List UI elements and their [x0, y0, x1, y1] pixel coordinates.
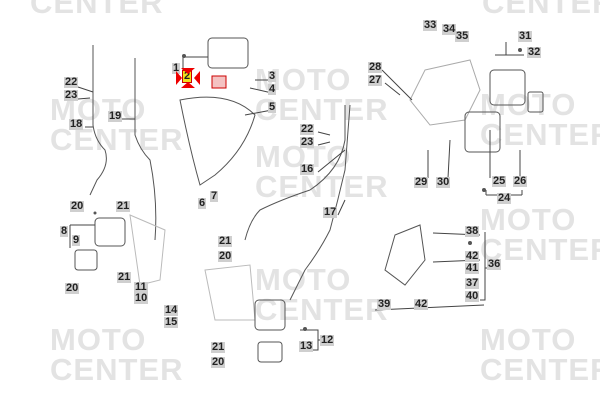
part-label[interactable]: 21: [211, 341, 226, 353]
part-label[interactable]: 32: [527, 46, 542, 58]
part-label[interactable]: 26: [513, 175, 528, 187]
part-label[interactable]: 29: [414, 176, 429, 188]
brake-hose-18: [89, 45, 107, 196]
part-label[interactable]: 34: [442, 23, 457, 35]
part-label[interactable]: 21: [117, 271, 132, 283]
part-label[interactable]: 18: [69, 118, 84, 130]
part-label[interactable]: 15: [164, 316, 179, 328]
part-label[interactable]: 35: [455, 30, 470, 42]
part-label[interactable]: 10: [134, 292, 149, 304]
part-label[interactable]: 1: [172, 62, 181, 74]
part-label[interactable]: 20: [211, 356, 226, 368]
pad-9: [74, 249, 98, 271]
part-label[interactable]: 7: [210, 190, 219, 202]
part-label[interactable]: 20: [65, 282, 80, 294]
part-label[interactable]: 42: [465, 250, 480, 262]
watermark: CENTER: [30, 0, 164, 20]
part-label[interactable]: 11: [134, 281, 148, 293]
caliper-36: [384, 224, 426, 286]
part-label[interactable]: 5: [268, 101, 277, 113]
part-label[interactable]: 12: [320, 334, 335, 346]
part-label[interactable]: 23: [300, 136, 315, 148]
brake-hose-16: [244, 105, 346, 241]
caliper-8: [94, 217, 126, 247]
caliper-12: [254, 299, 286, 331]
part-label[interactable]: 17: [323, 206, 338, 218]
part-label[interactable]: 28: [368, 61, 383, 73]
part-label[interactable]: 27: [368, 74, 383, 86]
part-label[interactable]: 39: [377, 298, 392, 310]
part-label[interactable]: 21: [218, 235, 233, 247]
part-label[interactable]: 33: [423, 19, 438, 31]
fork-leg-left: [129, 214, 166, 286]
part-label[interactable]: 6: [198, 197, 207, 209]
part-label[interactable]: 25: [492, 175, 507, 187]
part-label[interactable]: 20: [218, 250, 233, 262]
part-label-highlighted[interactable]: 2: [181, 70, 193, 83]
caliper-24: [464, 111, 501, 153]
part-label[interactable]: 21: [116, 200, 131, 212]
caliper-front: [207, 37, 249, 69]
part-label[interactable]: 23: [64, 89, 79, 101]
part-label[interactable]: 3: [268, 70, 277, 82]
part-label[interactable]: 8: [60, 225, 69, 237]
part-label[interactable]: 20: [70, 200, 85, 212]
part-label[interactable]: 38: [465, 225, 480, 237]
brake-hose-19: [134, 58, 157, 241]
part-label[interactable]: 31: [518, 30, 533, 42]
part-label[interactable]: 41: [465, 262, 480, 274]
part-label[interactable]: 22: [64, 76, 79, 88]
part-label[interactable]: 42: [414, 298, 429, 310]
caliper-31: [489, 69, 526, 106]
part-label[interactable]: 13: [299, 340, 314, 352]
part-label[interactable]: 4: [268, 83, 277, 95]
part-label[interactable]: 40: [465, 290, 480, 302]
part-label[interactable]: 16: [300, 163, 315, 175]
pad-13: [257, 341, 283, 363]
part-label[interactable]: 14: [164, 304, 179, 316]
part-label[interactable]: 36: [487, 258, 502, 270]
brake-hose-17: [289, 104, 351, 301]
part-label[interactable]: 24: [497, 192, 512, 204]
part-label[interactable]: 19: [108, 110, 123, 122]
disc-guard-5: [179, 96, 256, 186]
brake-pad-2: [211, 75, 227, 89]
pad-32: [527, 91, 544, 113]
part-label[interactable]: 22: [300, 123, 315, 135]
part-label[interactable]: 30: [436, 176, 451, 188]
part-label[interactable]: 37: [465, 277, 480, 289]
part-label[interactable]: 9: [72, 234, 81, 246]
watermark: CENTER: [482, 0, 600, 20]
